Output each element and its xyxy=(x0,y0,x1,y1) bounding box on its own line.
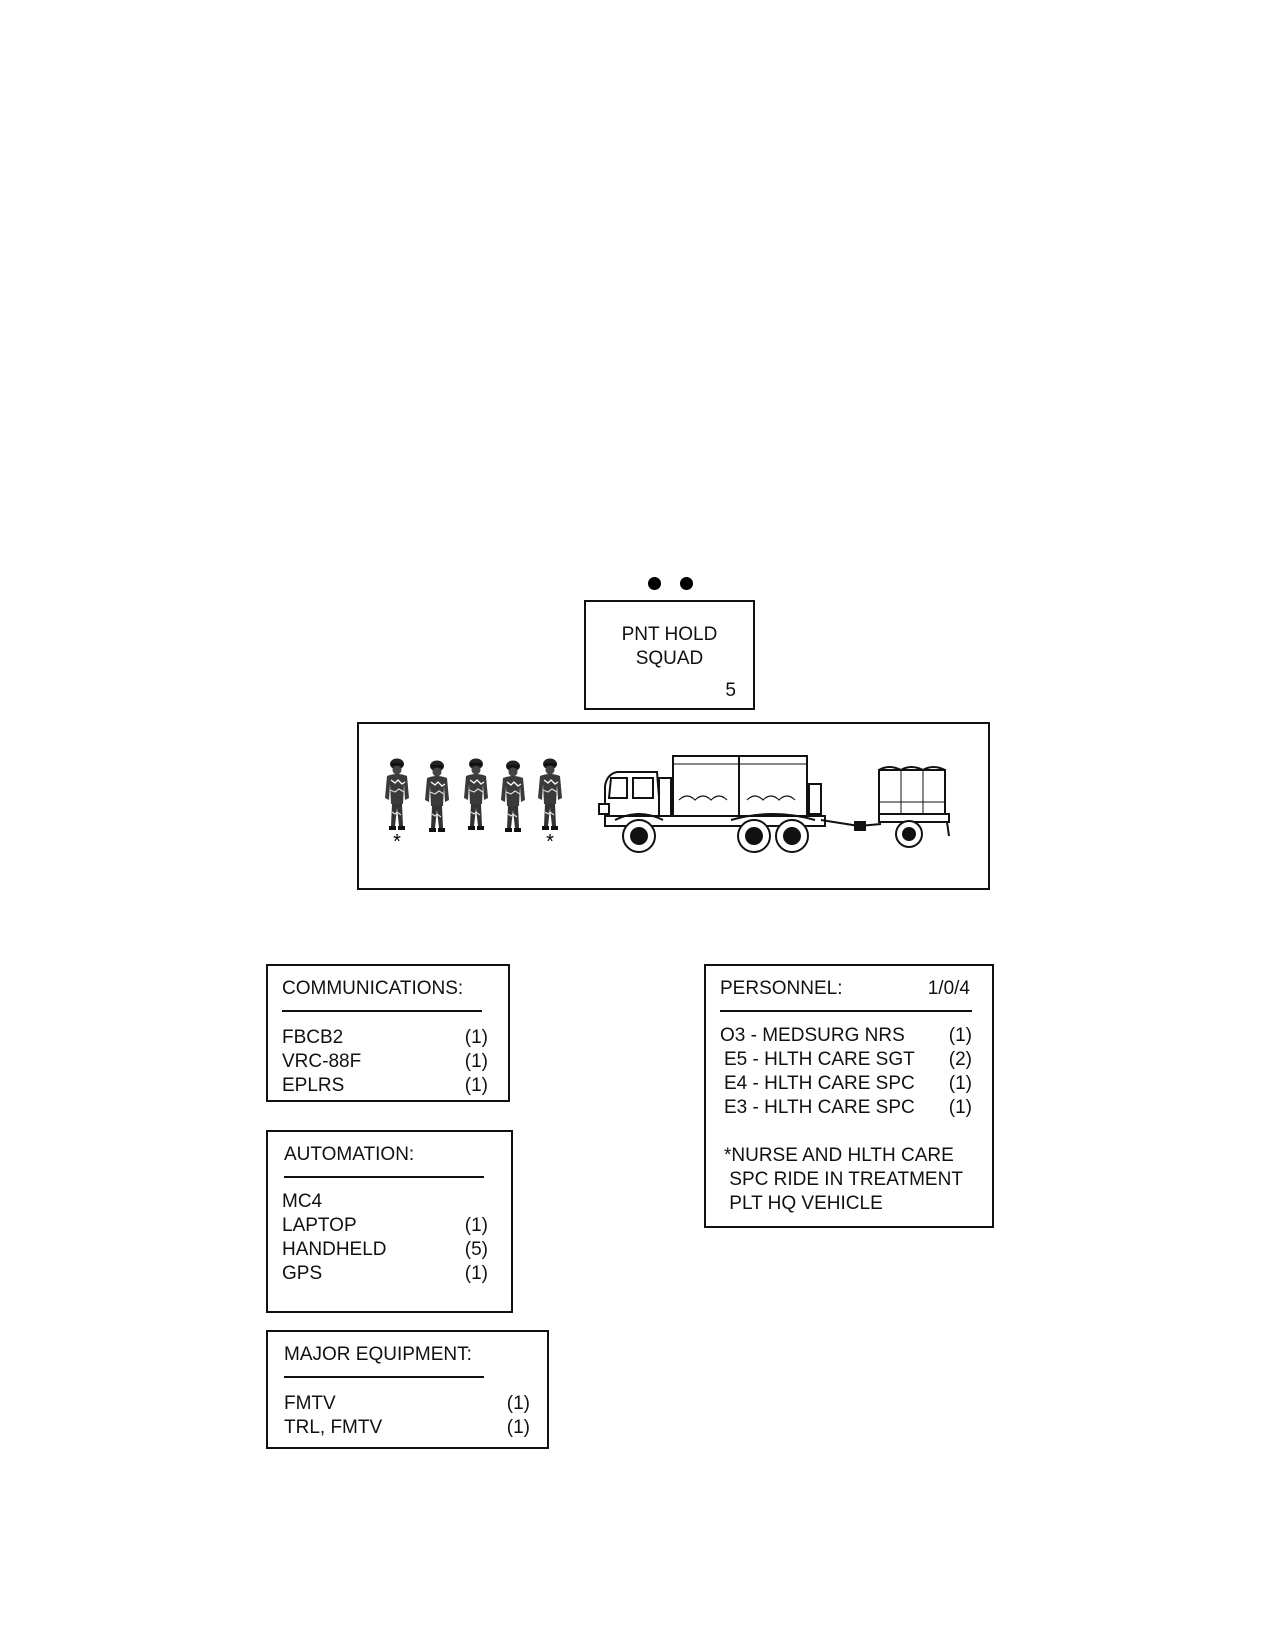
personnel-qty: (1) xyxy=(948,1025,972,1046)
personnel-strength: 1/0/4 xyxy=(927,978,970,999)
personnel-row: E4 - HLTH CARE SPC (1) xyxy=(720,1072,972,1096)
personnel-row: O3 - MEDSURG NRS (1) xyxy=(720,1024,972,1048)
soldier-icon xyxy=(424,759,450,833)
personnel-qty: (1) xyxy=(948,1097,972,1118)
automation-row: HANDHELD (5) xyxy=(282,1238,488,1262)
personnel-note: *NURSE AND HLTH CARE SPC RIDE IN TREATME… xyxy=(724,1144,963,1216)
major-equipment-divider xyxy=(284,1376,484,1378)
personnel-note-line: PLT HQ VEHICLE xyxy=(724,1193,883,1214)
illustration-svg: * * xyxy=(384,755,950,853)
automation-title: AUTOMATION: xyxy=(284,1144,415,1165)
personnel-list: O3 - MEDSURG NRS (1) E5 - HLTH CARE SGT … xyxy=(720,1024,972,1120)
automation-row: MC4 xyxy=(282,1190,488,1214)
major-equipment-title: MAJOR EQUIPMENT: xyxy=(284,1344,472,1365)
major-equipment-item: FMTV xyxy=(284,1393,336,1414)
communications-divider xyxy=(282,1010,482,1012)
unit-title-line2: SQUAD xyxy=(635,648,704,669)
automation-qty: (5) xyxy=(464,1239,488,1260)
automation-list: MC4 LAPTOP (1) HANDHELD (5) GPS (1) xyxy=(282,1190,488,1286)
unit-personnel-count: 5 xyxy=(725,680,736,701)
automation-item: HANDHELD xyxy=(282,1239,387,1260)
echelon-dot xyxy=(648,577,661,590)
personnel-item: E5 - HLTH CARE SGT xyxy=(724,1049,915,1070)
communications-item: FBCB2 xyxy=(282,1027,344,1048)
major-equipment-qty: (1) xyxy=(506,1393,530,1414)
major-equipment-row: TRL, FMTV (1) xyxy=(284,1416,530,1440)
personnel-title: PERSONNEL: xyxy=(720,978,843,999)
soldier-icon xyxy=(500,759,526,833)
communications-qty: (1) xyxy=(464,1075,488,1096)
communications-title: COMMUNICATIONS: xyxy=(282,978,464,999)
communications-row: FBCB2 (1) xyxy=(282,1026,488,1050)
major-equipment-panel: MAJOR EQUIPMENT: FMTV (1) TRL, FMTV (1) xyxy=(266,1330,549,1449)
major-equipment-qty: (1) xyxy=(506,1417,530,1438)
fmtv-truck-icon xyxy=(598,755,860,853)
fmtv-trailer-icon xyxy=(854,766,950,848)
unit-box: PNT HOLD SQUAD 5 xyxy=(584,600,755,710)
automation-item: LAPTOP xyxy=(282,1215,357,1236)
personnel-row: E5 - HLTH CARE SGT (2) xyxy=(720,1048,972,1072)
personnel-item: E4 - HLTH CARE SPC xyxy=(724,1073,915,1094)
communications-list: FBCB2 (1) VRC-88F (1) EPLRS (1) xyxy=(282,1026,488,1098)
communications-item: EPLRS xyxy=(282,1075,345,1096)
equipment-illustration-box: * * xyxy=(357,722,990,890)
major-equipment-item: TRL, FMTV xyxy=(284,1417,383,1438)
communications-row: EPLRS (1) xyxy=(282,1074,488,1098)
automation-qty: (1) xyxy=(464,1215,488,1236)
personnel-row: E3 - HLTH CARE SPC (1) xyxy=(720,1096,972,1120)
soldier-icon xyxy=(537,757,563,831)
personnel-note-line: *NURSE AND HLTH CARE xyxy=(724,1145,954,1166)
major-equipment-list: FMTV (1) TRL, FMTV (1) xyxy=(284,1392,530,1440)
unit-title-line1: PNT HOLD xyxy=(621,624,718,645)
personnel-item: O3 - MEDSURG NRS xyxy=(720,1025,905,1046)
personnel-divider xyxy=(720,1010,972,1012)
soldier-icon xyxy=(463,757,489,831)
automation-item: GPS xyxy=(282,1263,323,1284)
soldier-marker: * xyxy=(393,831,401,853)
personnel-item: E3 - HLTH CARE SPC xyxy=(724,1097,915,1118)
personnel-qty: (2) xyxy=(948,1049,972,1070)
soldier-icon xyxy=(384,757,410,831)
automation-row: LAPTOP (1) xyxy=(282,1214,488,1238)
personnel-note-line: SPC RIDE IN TREATMENT xyxy=(724,1169,963,1190)
automation-item: MC4 xyxy=(282,1191,323,1212)
major-equipment-row: FMTV (1) xyxy=(284,1392,530,1416)
automation-qty: (1) xyxy=(464,1263,488,1284)
communications-qty: (1) xyxy=(464,1051,488,1072)
soldier-marker: * xyxy=(546,831,554,853)
communications-panel: COMMUNICATIONS: FBCB2 (1) VRC-88F (1) EP… xyxy=(266,964,510,1102)
communications-item: VRC-88F xyxy=(282,1051,362,1072)
echelon-dot xyxy=(680,577,693,590)
communications-row: VRC-88F (1) xyxy=(282,1050,488,1074)
automation-divider xyxy=(284,1176,484,1178)
personnel-qty: (1) xyxy=(948,1073,972,1094)
communications-qty: (1) xyxy=(464,1027,488,1048)
personnel-panel: PERSONNEL: 1/0/4 O3 - MEDSURG NRS (1) E5… xyxy=(704,964,994,1228)
automation-panel: AUTOMATION: MC4 LAPTOP (1) HANDHELD (5) … xyxy=(266,1130,513,1313)
automation-row: GPS (1) xyxy=(282,1262,488,1286)
